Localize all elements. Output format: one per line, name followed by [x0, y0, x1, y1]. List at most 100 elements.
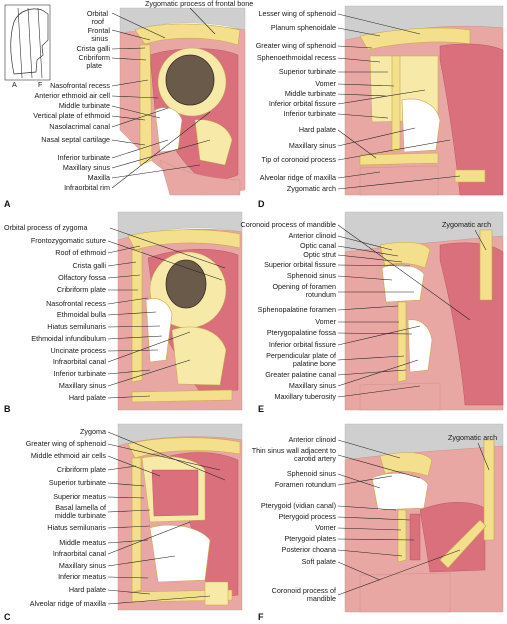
label-roof-of-ethmoid: Roof of ethmoid	[55, 248, 106, 257]
label-cribriform-plate-c: Cribriform plate	[57, 465, 106, 474]
label-pterygoid-vidian-canal: Pterygoid (vidian canal)	[261, 501, 336, 510]
label-sphenoethmoidal-recess: Sphenoethmoidal recess	[257, 53, 337, 62]
panel-c-leaders	[107, 431, 226, 605]
panel-f-illustration	[344, 423, 504, 613]
label-coronoid-process-f-line2: mandible	[307, 594, 336, 603]
label-zygomatic-arch-f: Zygomatic arch	[448, 433, 497, 442]
panel-f-labels: Anterior clinoid Zygomatic arch Thin sin…	[252, 433, 497, 603]
label-middle-meatus: Middle meatus	[59, 538, 106, 547]
panel-e-labels: Coronoid process of mandible Zygomatic a…	[241, 220, 492, 401]
label-olfactory-fossa: Olfactory fossa	[58, 273, 106, 282]
label-vertical-plate-ethmoid: Vertical plate of ethmoid	[33, 111, 110, 120]
label-uncinate-process: Uncinate process	[50, 346, 106, 355]
label-basal-lamella-line2: middle turbinate	[55, 511, 106, 520]
panel-b-labels: Orbital process of zygoma Frontozygomati…	[4, 223, 106, 402]
label-nasolacrimal-canal: Nasolacrimal canal	[49, 122, 110, 131]
label-maxillary-sinus-b: Maxillary sinus	[59, 381, 107, 390]
label-maxillary-sinus-a: Maxillary sinus	[63, 163, 111, 172]
label-zygomatic-arch-e: Zygomatic arch	[442, 220, 491, 229]
panel-c-illustration	[117, 423, 243, 611]
label-cribriform-plate-a-line1: Cribriform	[78, 53, 110, 62]
label-perpendicular-plate-line2: palatine bone	[293, 359, 336, 368]
label-frontal-sinus-line1: Frontal	[88, 26, 111, 35]
label-vomer-e: Vomer	[315, 317, 336, 326]
panel-e-illustration	[344, 211, 504, 411]
label-pterygopalatine-fossa: Pterygopalatine fossa	[267, 328, 336, 337]
label-middle-turbinate-d: Middle turbinate	[285, 89, 336, 98]
panel-d-leaders	[337, 13, 461, 190]
label-soft-palate: Soft palate	[302, 557, 336, 566]
panel-d: D Lesser wing of sphenoid Planum sphenoi…	[256, 5, 504, 209]
label-cribriform-plate-a: plate	[86, 61, 102, 70]
label-coronoid-process-e: Coronoid process of mandible	[241, 220, 337, 229]
label-superior-meatus: Superior meatus	[53, 492, 106, 501]
label-crista-galli-a: Crista galli	[76, 44, 110, 53]
label-inferior-turbinate-b: Inferior turbinate	[54, 369, 106, 378]
panel-letter-b: B	[4, 404, 11, 414]
label-foramen-rotundum-opening-line2: rotundum	[306, 290, 336, 299]
label-frontal-sinus: sinus	[91, 34, 108, 43]
panel-a-labels: Zygomatic process of frontal bone Orbita…	[33, 0, 253, 192]
label-maxillary-sinus-e: Maxillary sinus	[289, 381, 337, 390]
label-superior-turbinate-c: Superior turbinate	[49, 478, 106, 487]
panel-b-leaders	[107, 227, 226, 399]
label-maxilla: Maxilla	[88, 173, 110, 182]
panel-f: F Anterior clinoid Zygomatic arch Thin s…	[252, 423, 504, 622]
label-superior-turbinate-d: Superior turbinate	[279, 67, 336, 76]
label-inferior-orbital-fissure-e: Inferior orbital fissure	[269, 340, 336, 349]
panel-letter-e: E	[258, 404, 264, 414]
label-anterior-ethmoid-air-cell: Anterior ethmoid air cell	[34, 91, 110, 100]
label-alveolar-ridge-c: Alveolar ridge of maxilla	[30, 599, 106, 608]
label-planum-sphenoidale: Planum sphenoidale	[271, 23, 336, 32]
label-hard-palate-c: Hard palate	[69, 585, 106, 594]
panel-letter-c: C	[4, 612, 11, 622]
label-inferior-turbinate-d: Inferior turbinate	[284, 109, 336, 118]
label-ethmoidal-bulla: Ethmoidal bulla	[57, 310, 106, 319]
label-anterior-clinoid-f: Anterior clinoid	[288, 435, 336, 444]
label-infraorbital-canal-c: Infraorbital canal	[53, 549, 107, 558]
label-thin-sinus-wall-line1: Thin sinus wall adjacent to	[252, 446, 336, 455]
panel-d-labels: Lesser wing of sphenoid Planum sphenoida…	[256, 9, 337, 193]
label-inferior-meatus: Inferior meatus	[58, 572, 106, 581]
panel-letter-a: A	[4, 199, 11, 209]
head-orientation-inset: A F	[4, 4, 51, 89]
label-optic-canal: Optic canal	[300, 241, 336, 250]
label-zygoma: Zygoma	[80, 427, 106, 436]
label-hiatus-semilunaris-b: Hiatus semilunaris	[47, 322, 106, 331]
panel-a: A F A Zygomatic process of frontal bone …	[4, 0, 253, 209]
panel-c-labels: Zygoma Greater wing of sphenoid Middle e…	[26, 427, 107, 608]
panel-f-leaders	[337, 439, 490, 596]
label-posterior-choana: Posterior choana	[282, 545, 336, 554]
label-nasofrontal-recess-b: Nasofrontal recess	[46, 299, 106, 308]
label-orbital-roof: roof	[92, 17, 104, 26]
inset-letter-f: F	[38, 80, 43, 89]
label-foramen-rotundum: Foramen rotundum	[275, 480, 336, 489]
label-greater-wing-sphenoid-d: Greater wing of sphenoid	[256, 41, 336, 50]
label-vomer-d: Vomer	[315, 79, 336, 88]
label-sphenoid-sinus-f: Sphenoid sinus	[287, 469, 337, 478]
label-ethmoidal-infundibulum: Ethmoidal infundibulum	[31, 334, 106, 343]
label-inferior-orbital-fissure-d: Inferior orbital fissure	[269, 99, 336, 108]
label-hiatus-semilunaris-c: Hiatus semilunaris	[47, 523, 106, 532]
label-sphenopalatine-foramen: Sphenopalatine foramen	[258, 305, 336, 314]
label-coronoid-process-f-line1: Coronoid process of	[272, 586, 336, 595]
label-maxillary-sinus-d: Maxillary sinus	[289, 141, 337, 150]
label-crista-galli-b: Crista galli	[72, 261, 106, 270]
label-orbital-process-zygoma: Orbital process of zygoma	[4, 223, 88, 232]
label-optic-strut: Optic strut	[303, 250, 336, 259]
label-tip-coronoid-process: Tip of coronoid process	[262, 155, 337, 164]
label-pterygoid-process: Pterygoid process	[278, 512, 336, 521]
label-anterior-clinoid-e: Anterior clinoid	[288, 231, 336, 240]
panel-c: C Zygoma Greater wing of sphenoid Middle…	[4, 423, 243, 622]
label-nasofrontal-recess-a: Nasofrontal recess	[50, 81, 110, 90]
label-maxillary-tuberosity: Maxillary tuberosity	[274, 392, 336, 401]
label-middle-ethmoid-air-cells: Middle ethmoid air cells	[31, 451, 107, 460]
panel-b: B Orbital process of zygoma Frontozygoma…	[4, 211, 243, 414]
panel-a-illustration	[119, 7, 246, 196]
label-orbital-roof-line1: Orbital	[87, 9, 109, 18]
panel-e: E Coronoid process of mandible Zygomatic…	[241, 211, 504, 414]
label-greater-palatine-canal: Greater palatine canal	[265, 370, 336, 379]
label-frontozygomatic-suture: Frontozygomatic suture	[31, 236, 106, 245]
label-vomer-f: Vomer	[315, 523, 336, 532]
